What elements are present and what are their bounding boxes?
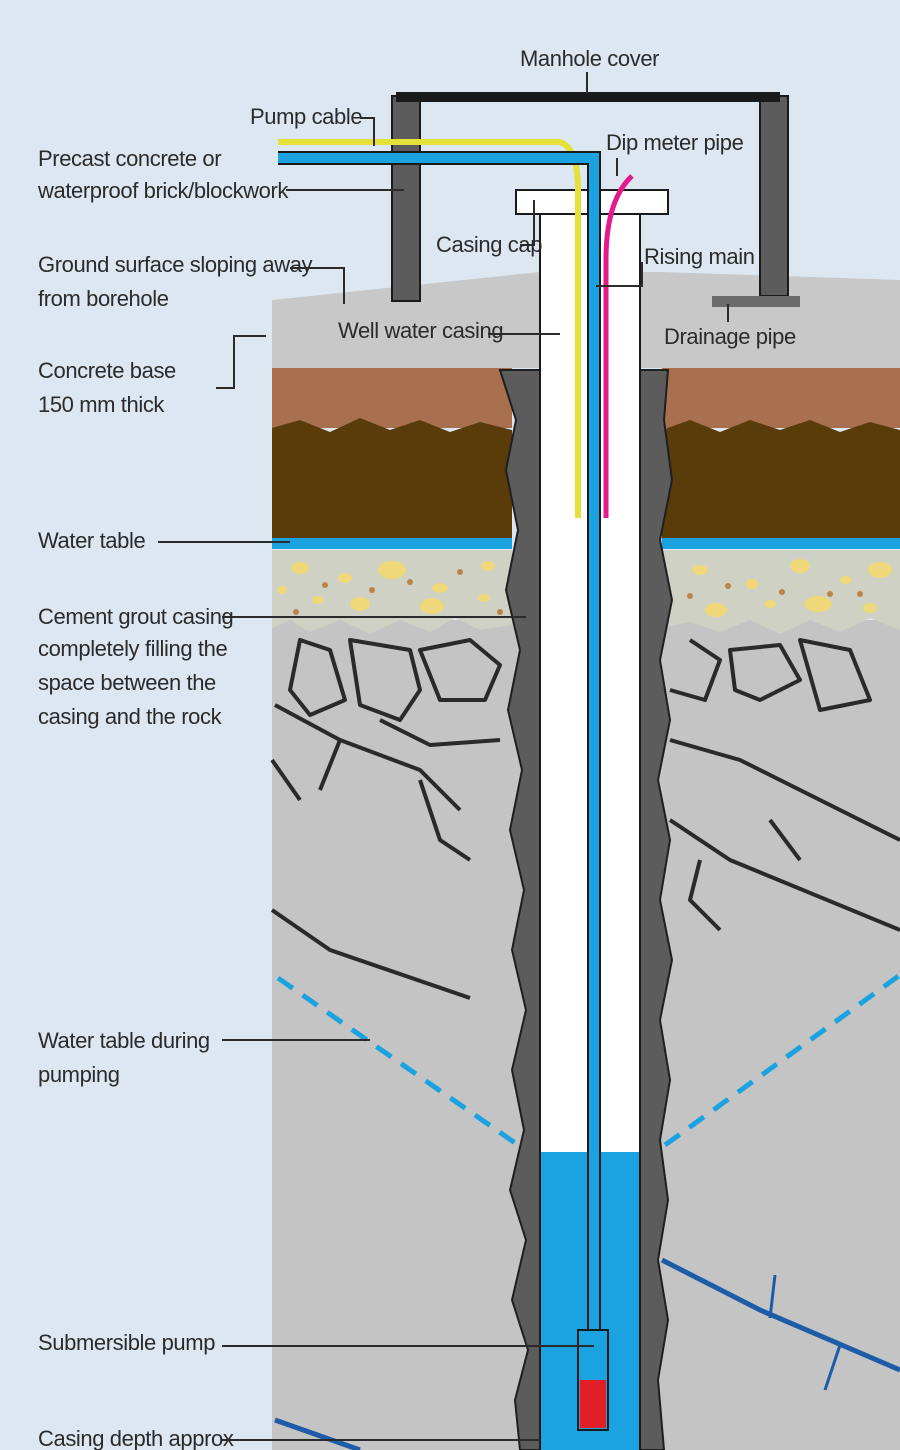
manhole-cover (396, 92, 780, 102)
leader-lines (158, 72, 729, 1441)
subsoil-layer-right (662, 438, 900, 538)
label-casing-cap: Casing cap (436, 232, 542, 257)
label-rising-main: Rising main (644, 244, 755, 269)
rock-fractures (270, 638, 900, 1000)
topsoil-boundary-left (272, 418, 512, 440)
label-grout-line1: Cement grout casing (38, 604, 233, 629)
cement-grout-right (639, 369, 674, 1450)
drainage-pipe (712, 296, 800, 307)
gravel-grains (293, 569, 863, 615)
label-water-table: Water table (38, 528, 145, 553)
label-precast-line2: waterproof brick/blockwork (37, 178, 289, 203)
label-casing-depth: Casing depth approx (38, 1426, 234, 1450)
water-table-right (662, 538, 900, 549)
label-ground-line2: from borehole (38, 286, 169, 311)
chamber-wall-left (391, 95, 421, 302)
label-manhole-cover: Manhole cover (520, 46, 659, 71)
rock-water-fractures (274, 1257, 900, 1450)
topsoil-boundary-right (662, 420, 900, 440)
label-concrete-line1: Concrete base (38, 358, 176, 383)
label-ground-line1: Ground surface sloping away (38, 252, 313, 277)
pump-motor (580, 1380, 606, 1428)
label-grout-line2: completely filling the (38, 636, 227, 661)
topsoil-layer-right (662, 368, 900, 428)
drawdown-cone-right (663, 972, 900, 1148)
rising-main-fill (278, 153, 599, 1332)
gravel-layer-left (272, 550, 512, 634)
cement-grout-left (498, 369, 541, 1450)
dip-meter-pipe (603, 174, 634, 518)
label-precast-line1: Precast concrete or (38, 146, 221, 171)
label-grout-line3: space between the (38, 670, 216, 695)
label-dip-meter-pipe: Dip meter pipe (606, 130, 744, 155)
label-well-water-casing: Well water casing (338, 318, 503, 343)
subsoil-layer-left (272, 438, 512, 538)
rock-water-spurs (768, 1274, 842, 1391)
gravel-pebbles (277, 559, 892, 617)
label-drainage-pipe: Drainage pipe (664, 324, 796, 349)
label-grout-line4: casing and the rock (38, 704, 223, 729)
chamber-wall-right (759, 95, 789, 297)
topsoil-layer-left (272, 368, 512, 428)
label-concrete-line2: 150 mm thick (38, 392, 165, 417)
water-table-left (272, 538, 512, 549)
label-pump-cable: Pump cable (250, 104, 362, 129)
label-pumping-line1: Water table during (38, 1028, 210, 1053)
drawdown-cone-left (276, 975, 520, 1148)
label-submersible-pump: Submersible pump (38, 1330, 215, 1355)
label-pumping-line2: pumping (38, 1062, 120, 1087)
